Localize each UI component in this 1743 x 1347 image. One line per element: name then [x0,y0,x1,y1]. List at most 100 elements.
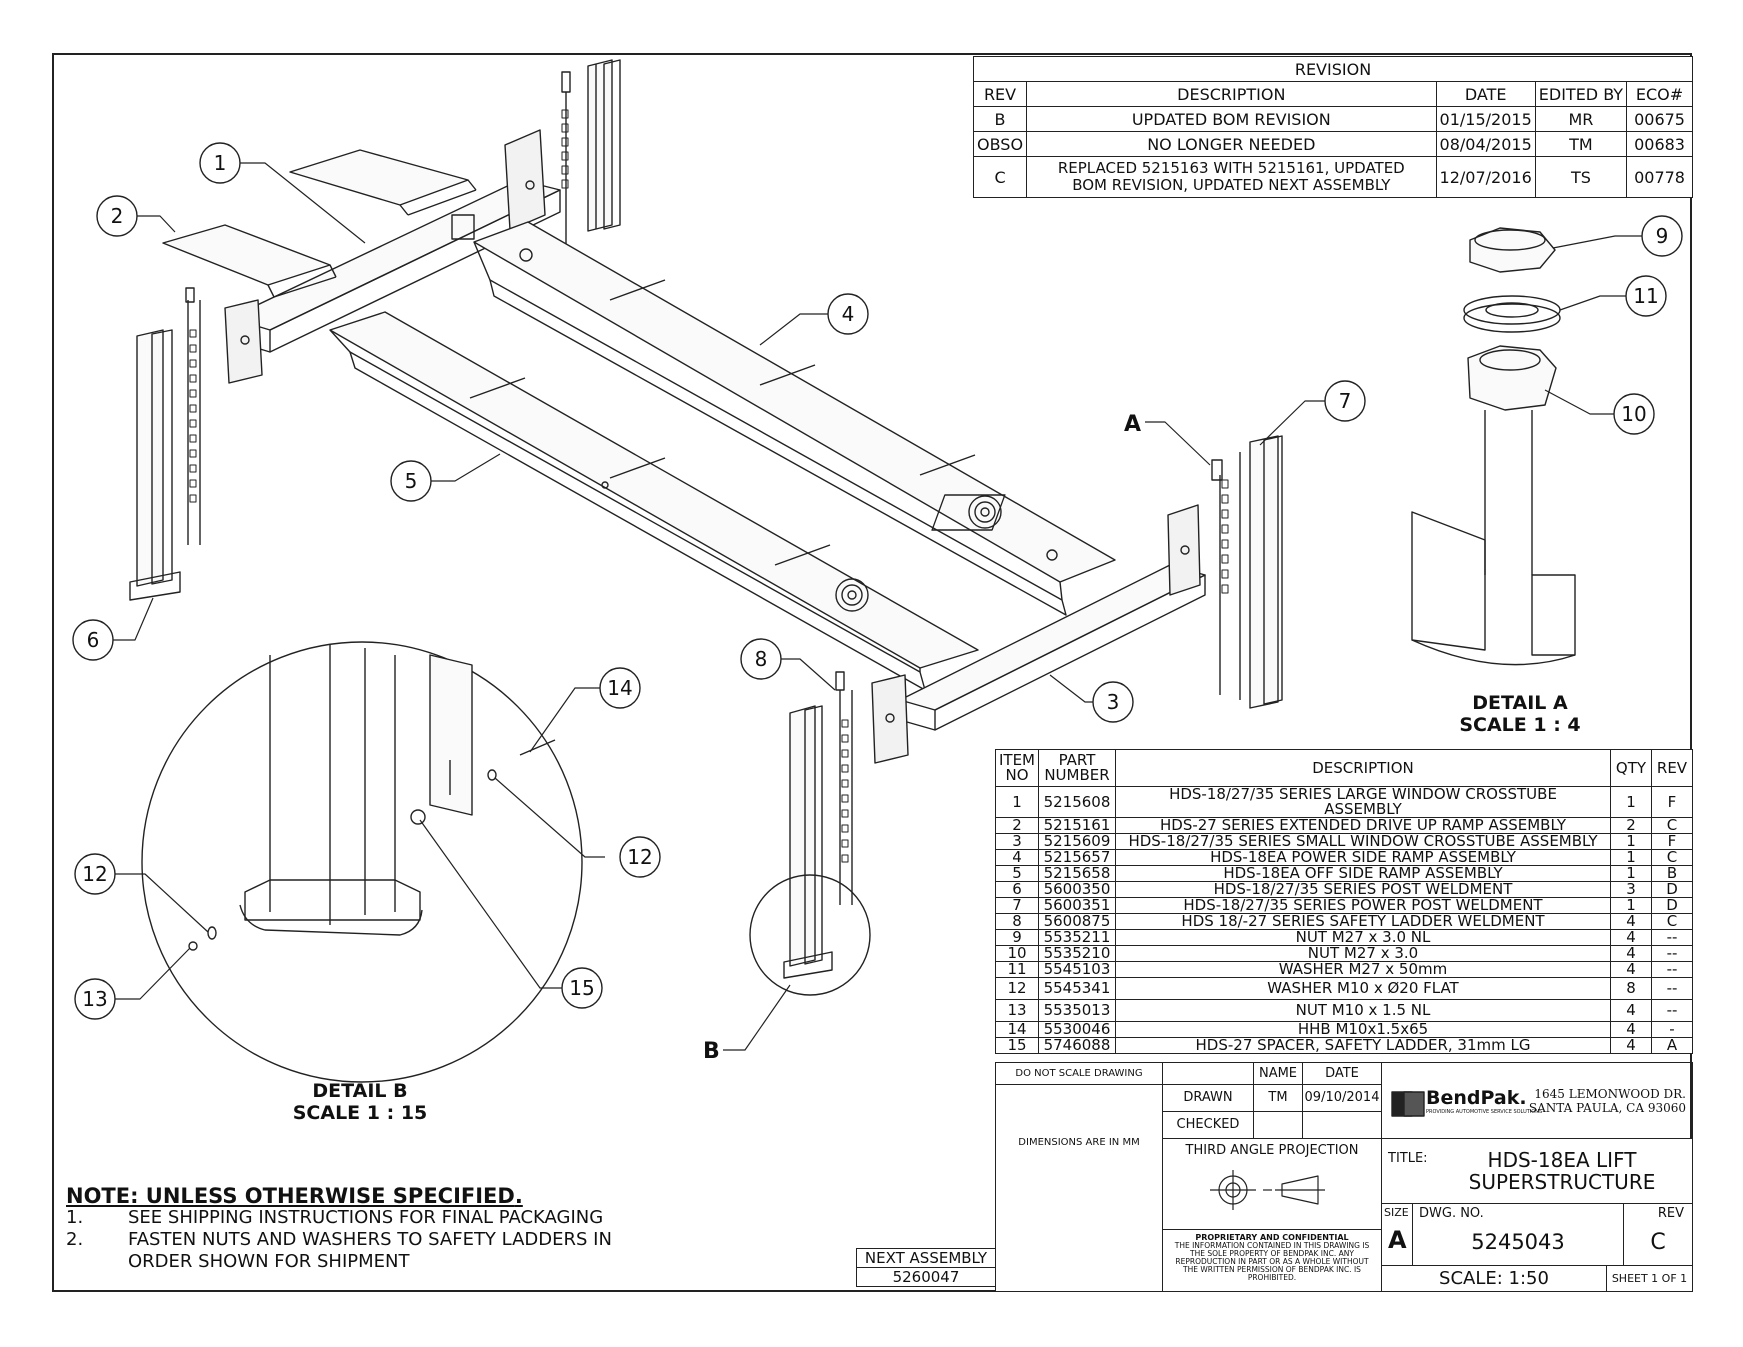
bom-qty: 1 [1610,786,1652,818]
callout-numbers: 1 2 3 4 5 6 7 8 9 11 10 12 12 13 14 15 [82,151,1668,1011]
bom-description: WASHER M10 x Ø20 FLAT [1115,977,1611,1000]
company-address-line2: SANTA PAULA, CA 93060 [1528,1101,1686,1115]
rev-header-rev: REV [972,81,1028,107]
power-post [1211,435,1283,709]
checked-label-cell: CHECKED [1162,1111,1254,1139]
proprietary-line: REPRODUCTION IN PART OR AS A WHOLE WITHO… [1175,1257,1369,1266]
callout-8: 8 [755,647,768,671]
drawing-title-box: TITLE: HDS-18EA LIFT SUPERSTRUCTURE [1381,1138,1693,1204]
front-right-post [783,671,853,979]
rear-crosstube [224,129,561,384]
rev-label: REV [1657,1206,1684,1221]
drive-up-ramps [162,149,477,298]
rev-cell: B [972,106,1028,132]
bom-rev: F [1651,833,1693,850]
rev-eco-cell: 00778 [1626,156,1693,198]
drawn-date-cell: 09/10/2014 [1302,1084,1382,1112]
callout-3: 3 [1107,690,1120,714]
note-item: ORDER SHOWN FOR SHIPMENT [66,1251,612,1273]
bom-rev: A [1651,1037,1693,1054]
bom-qty: 4 [1610,1037,1652,1054]
projection-text: THIRD ANGLE PROJECTION [1185,1143,1359,1158]
proprietary-line: THE INFORMATION CONTAINED IN THIS DRAWIN… [1174,1241,1370,1250]
bom-rev: -- [1651,977,1693,1000]
rev-value: C [1650,1230,1666,1255]
proprietary-box: PROPRIETARY AND CONFIDENTIAL THE INFORMA… [1162,1229,1382,1292]
size-box: SIZE A [1381,1203,1413,1266]
bom-item-no: 11 [995,961,1039,978]
drawing-number-box: DWG. NO. 5245043 [1412,1203,1624,1266]
bom-row: 1 5215608 HDS-18/27/35 SERIES LARGE WIND… [995,785,1693,818]
detail-b-letter: B [703,1039,720,1064]
bom-description: HDS-27 SPACER, SAFETY LADDER, 31mm LG [1115,1037,1611,1054]
callout-10: 10 [1621,402,1646,426]
rev-eco-cell: 00675 [1626,106,1693,132]
note-number [66,1251,128,1273]
callout-circles [72,142,1683,1020]
bom-rev: C [1651,817,1693,834]
callout-14: 14 [607,676,632,700]
rev-desc-line1: REPLACED 5215163 WITH 5215161, UPDATED [1057,159,1405,177]
leader-lines [113,162,1642,1051]
bendpak-logo-icon [1391,1091,1425,1117]
sheet-box: SHEET 1 OF 1 [1606,1265,1693,1292]
bom-rev: -- [1651,929,1693,946]
dwg-number-value: 5245043 [1471,1230,1565,1254]
bom-header-item: ITEM NO [995,749,1039,787]
company-logo-text: BendPak. [1426,1087,1527,1109]
name-header-text: NAME [1258,1066,1298,1081]
bom-header-part-line1: PART [1058,751,1096,769]
rev-header-description: DESCRIPTION [1026,81,1437,107]
callout-7: 7 [1339,389,1352,413]
drawn-label-text: DRAWN [1183,1090,1233,1105]
bom-description: WASHER M27 x 50mm [1115,961,1611,978]
power-side-ramp [473,221,1116,616]
detail-b-name: DETAIL B [312,1080,408,1102]
detail-b-marker [749,874,871,996]
rev-date-cell: 12/07/2016 [1435,156,1536,198]
bom-part-number: 5545103 [1038,961,1116,978]
proprietary-line: PROHIBITED. [1247,1273,1297,1282]
bom-header-part-line2: NUMBER [1044,766,1110,784]
bill-of-materials-table: ITEM NO PART NUMBER DESCRIPTION QTY REV … [995,749,1693,1054]
callout-4: 4 [842,302,855,326]
rev-date-cell: 01/15/2015 [1435,106,1536,132]
rev-desc-cell: REPLACED 5215163 WITH 5215161, UPDATED B… [1026,156,1437,198]
callout-12-right: 12 [627,845,652,869]
callout-15: 15 [569,976,594,1000]
size-label: SIZE [1384,1206,1409,1219]
bom-description-line1: HDS-18/27/35 SERIES LARGE WINDOW CROSSTU… [1169,785,1557,803]
company-address-line1: 1645 LEMONWOOD DR. [1534,1087,1686,1101]
bom-description: HDS-18/27/35 SERIES SMALL WINDOW CROSSTU… [1115,833,1611,850]
bom-item-no: 12 [995,977,1039,1000]
bom-part-number: 5600351 [1038,897,1116,914]
off-side-ramp [329,311,979,691]
projection-symbol [1210,1170,1325,1210]
date-header-cell: DATE [1302,1062,1382,1085]
drawn-name-text: TM [1268,1090,1288,1105]
title-label: TITLE: [1388,1151,1428,1166]
rev-box: REV C [1623,1203,1693,1266]
rev-date-cell: 08/04/2015 [1435,131,1536,157]
rear-left-post [561,59,621,250]
bom-item-no: 13 [995,999,1039,1022]
note-number: 1. [66,1207,84,1228]
bom-description: HDS-18/27/35 SERIES LARGE WINDOW CROSSTU… [1115,785,1611,818]
proprietary-line: THE SOLE PROPERTY OF BENDPAK INC. ANY [1190,1249,1354,1258]
rev-header-eco: ECO# [1626,81,1693,107]
do-not-scale-box: DO NOT SCALE DRAWING [995,1062,1163,1085]
proprietary-line: THE WRITTEN PERMISSION OF BENDPAK INC. I… [1183,1265,1361,1274]
notes-heading-text: NOTE: UNLESS OTHERWISE SPECIFIED [66,1184,515,1208]
bom-part-number: 5746088 [1038,1037,1116,1054]
detail-b-scale: SCALE 1 : 15 [292,1102,428,1124]
rev-edited-cell: TS [1534,156,1628,198]
bom-rev: -- [1651,961,1693,978]
sheet-text: SHEET 1 OF 1 [1611,1272,1688,1285]
callout-9: 9 [1656,224,1669,248]
